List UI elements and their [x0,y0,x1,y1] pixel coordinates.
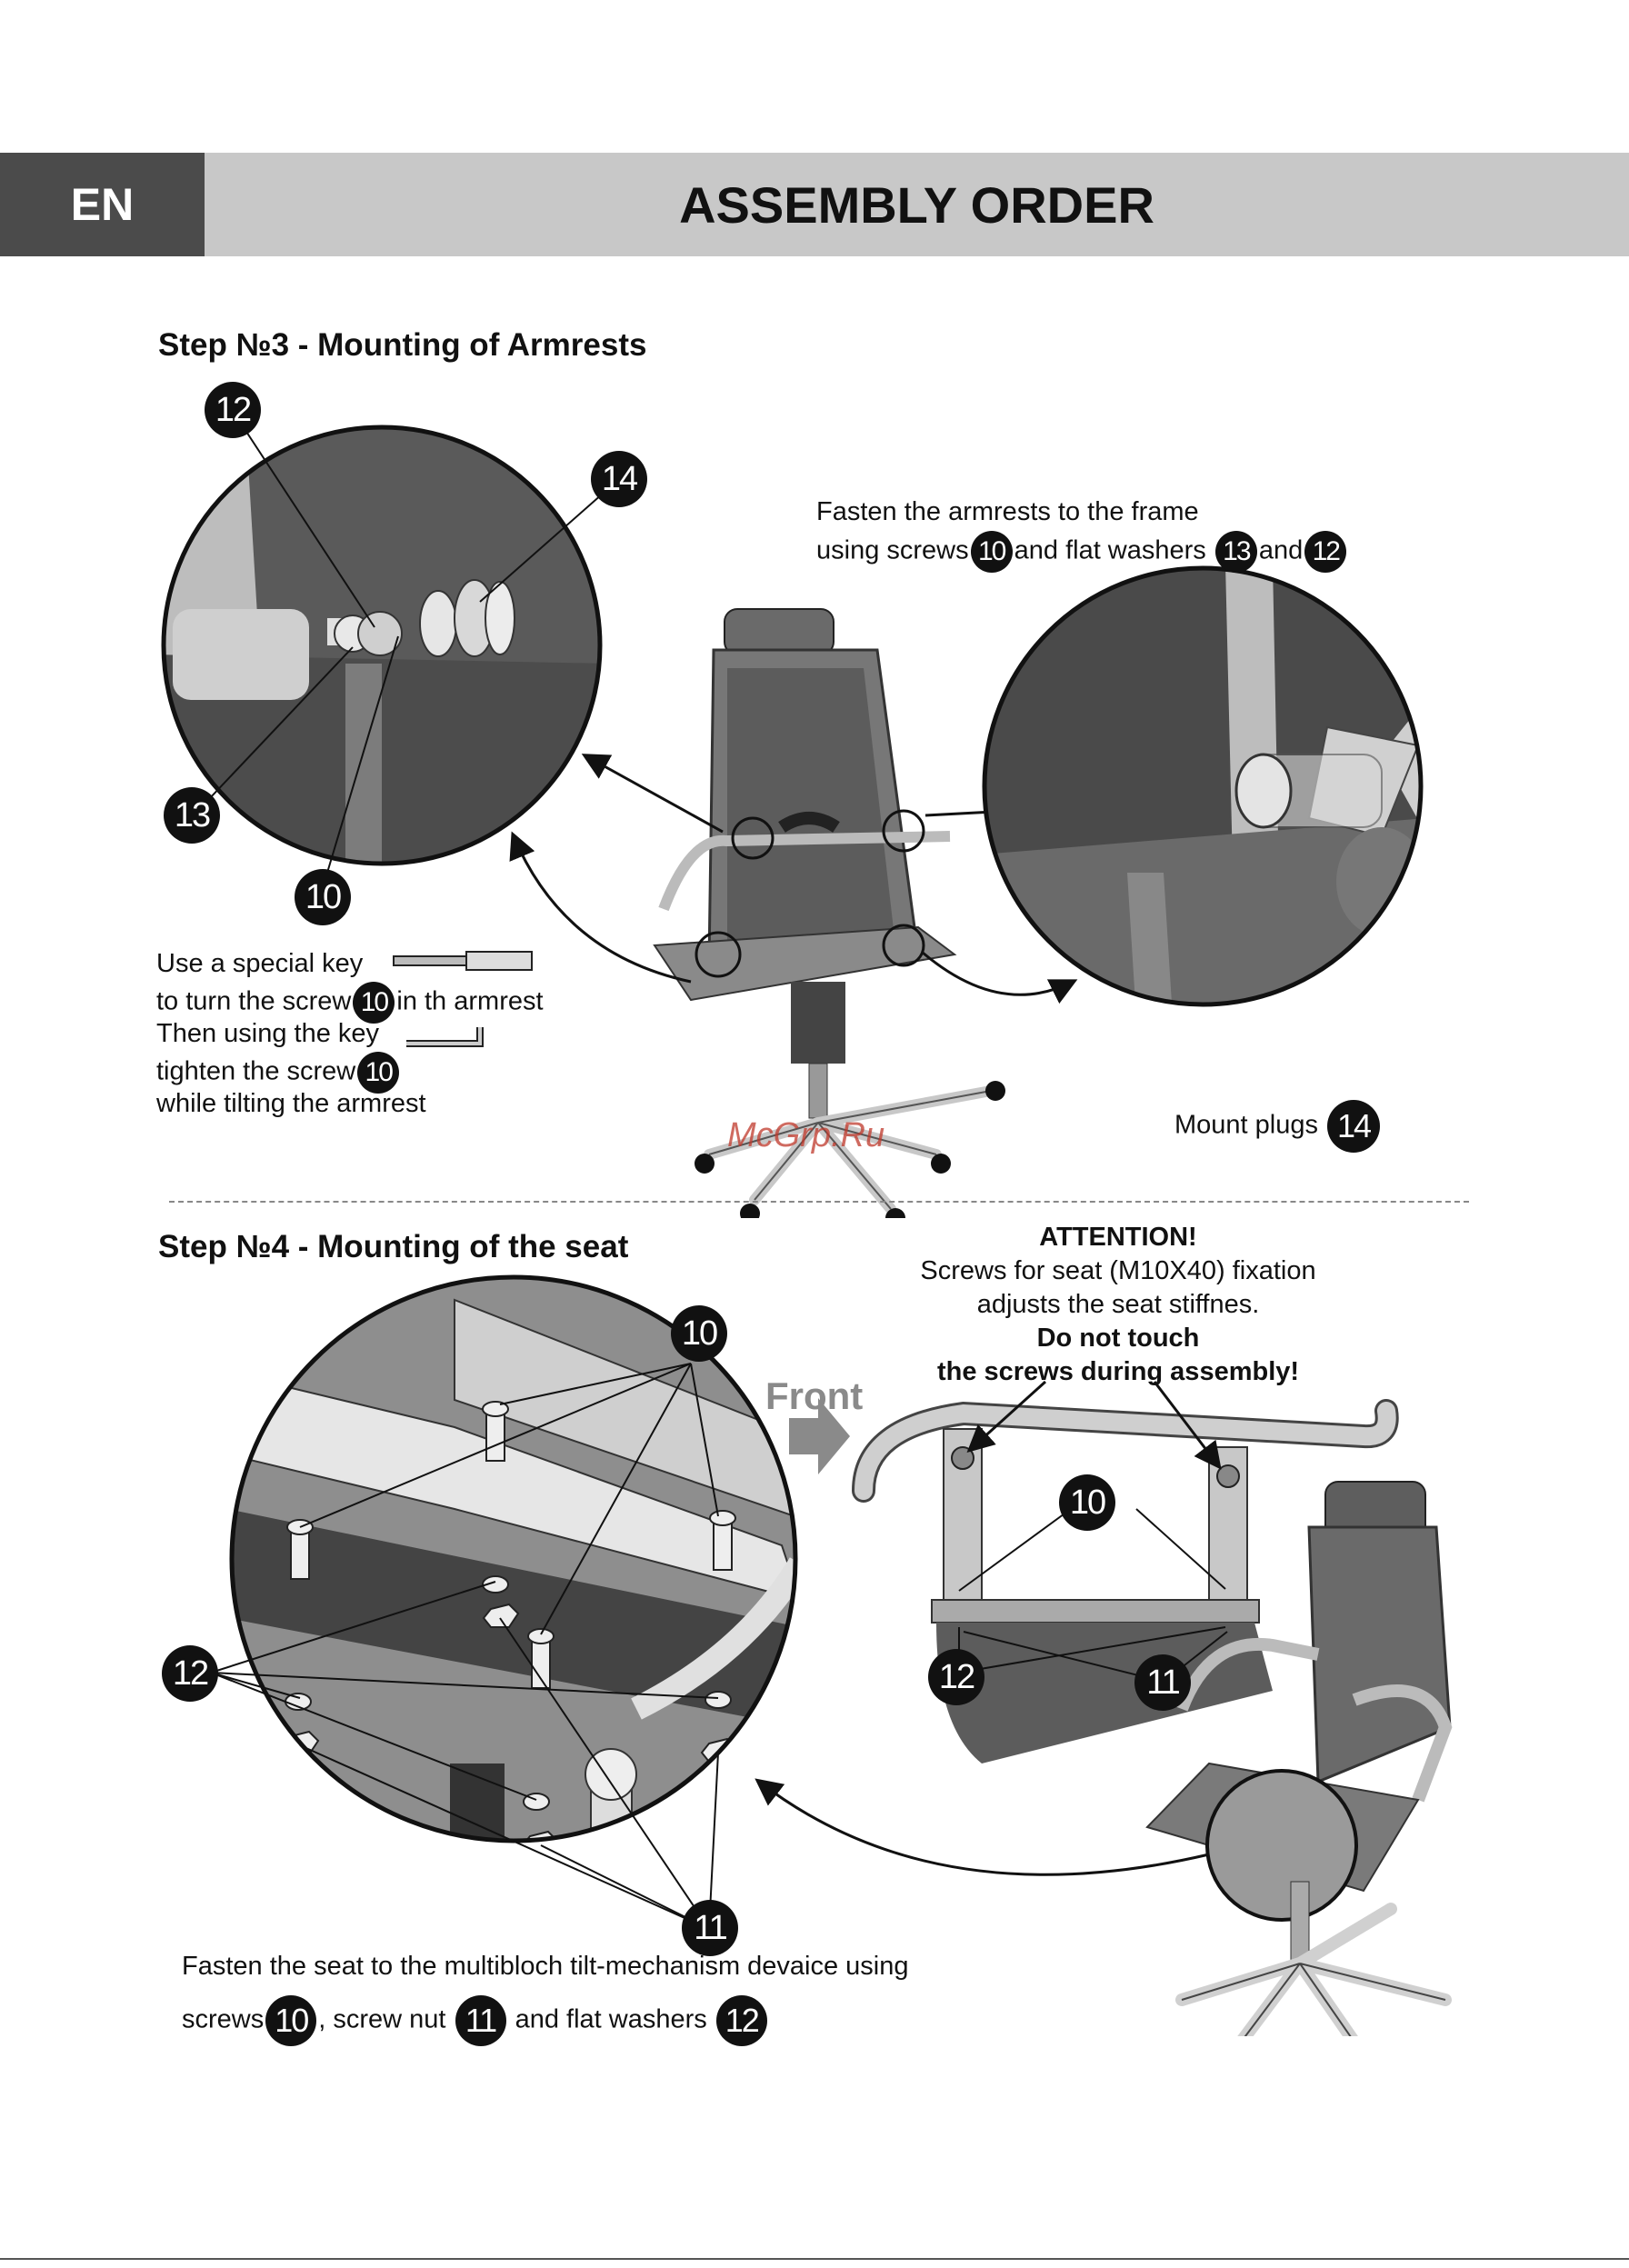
header-band [0,153,1629,256]
front-label: Front [765,1374,864,1417]
bottom-border [0,2258,1629,2260]
chair-sketch-seat [1145,1481,1453,2036]
step3-title: Step №3 - Mounting of Armrests [158,327,647,363]
attention-block: ATTENTION! Screws for seat (M10X40) fixa… [920,1223,1316,1386]
step4-title: Step №4 - Mounting of the seat [158,1229,629,1264]
language-label: EN [0,153,205,256]
key-instruction-line5: while tilting the armrest [156,1089,426,1118]
section-divider [169,1201,1469,1203]
seat-detail-circle [232,1277,795,1841]
callout-12-bracket: 12 [928,1649,984,1705]
callout-13: 13 [164,787,220,844]
key-instruction-line1: Use a special key [156,949,364,978]
step4-illustration [210,1274,1453,2036]
armrest-detail-circle-right [984,568,1421,1004]
callout-11-bracket: 11 [1134,1654,1191,1711]
callout-12-circle: 12 [162,1645,218,1702]
callout-11-circle: 11 [682,1900,738,1956]
chair-sketch [653,608,1005,1218]
mount-plugs-text: Mount plugs 14 [1174,1100,1382,1153]
callout-10: 10 [295,869,351,925]
allen-key-icon [406,1027,484,1047]
callout-10-bracket: 10 [1059,1474,1115,1531]
watermark: McGrp.Ru [727,1116,885,1154]
step4-instruction-line1: Fasten the seat to the multibloch tilt-m… [182,1952,909,1981]
hex-key-long-icon [393,951,533,971]
seat-bracket-detail [852,1399,1399,1763]
step3-illustration [161,410,1424,1218]
page-title: ASSEMBLY ORDER [679,175,1154,234]
callout-14: 14 [591,451,647,507]
key-instruction-line3: Then using the key [156,1019,380,1048]
callout-12: 12 [205,382,261,438]
step3-instruction-line1: Fasten the armrests to the frame [816,497,1199,526]
callout-10-circle: 10 [671,1305,727,1362]
front-arrow-icon [789,1398,850,1474]
armrest-detail-circle-left [164,427,600,864]
